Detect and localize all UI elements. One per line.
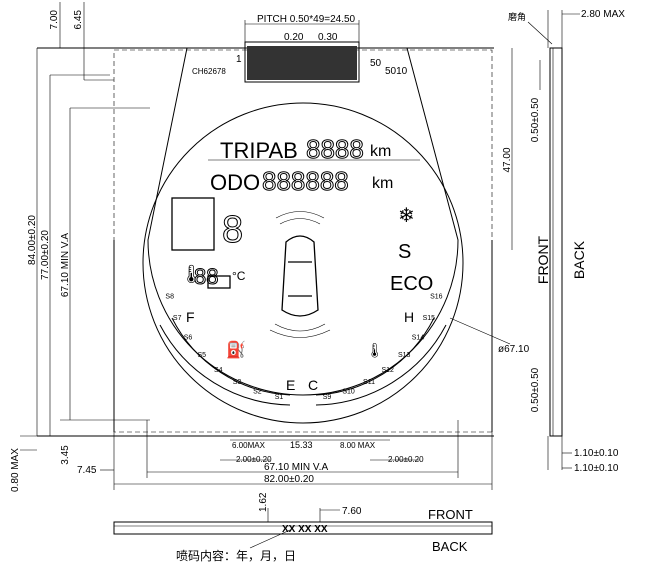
pin50-label: 50 bbox=[370, 58, 382, 69]
dim-162: 1.62 bbox=[258, 492, 269, 512]
segment-S3: S3 bbox=[233, 379, 242, 386]
dim-7: 7.00 bbox=[49, 10, 60, 30]
pin-width-label: 0.20 bbox=[284, 32, 304, 43]
thermometer-icon: 🌡 bbox=[180, 264, 203, 284]
glass-outline bbox=[147, 47, 459, 396]
segment-S10: S10 bbox=[342, 388, 355, 395]
bottom-side-view bbox=[113, 521, 493, 535]
gear-digit: 8 bbox=[222, 209, 243, 251]
pin1-label: 1 bbox=[236, 54, 242, 65]
segment-S6: S6 bbox=[184, 334, 193, 341]
segment-S5: S5 bbox=[198, 352, 207, 359]
segment-S12: S12 bbox=[381, 367, 394, 374]
snowflake-icon: ❄ bbox=[398, 205, 415, 227]
trip-digits: 8888 bbox=[306, 134, 364, 164]
fpc-pins bbox=[247, 46, 357, 80]
dim-080: 0.80 MAX bbox=[10, 448, 21, 492]
dim-82: 82.00±0.20 bbox=[264, 474, 314, 485]
sport-icon: S bbox=[398, 241, 411, 263]
dim-110a: 1.10±0.10 bbox=[574, 448, 619, 459]
dim-050a: 0.50±0.50 bbox=[530, 97, 541, 142]
part-no-label: 5010 bbox=[385, 66, 408, 77]
dim-77: 77.00±0.20 bbox=[40, 230, 51, 280]
celsius-label: °C bbox=[232, 269, 246, 283]
odo-digits: 888888 bbox=[262, 166, 349, 196]
segment-S1: S1 bbox=[275, 394, 284, 401]
corner-label: 磨角 bbox=[508, 11, 526, 22]
dim-671v: 67.10 MIN V.A bbox=[60, 233, 71, 297]
dim-671h: 67.10 MIN V.A bbox=[264, 462, 328, 473]
dim-110b: 1.10±0.10 bbox=[574, 463, 619, 474]
dim-760: 7.60 bbox=[342, 506, 362, 517]
spray-content-label: 喷码内容：年，月，日 bbox=[176, 548, 296, 563]
dim-1533: 15.33 bbox=[290, 440, 313, 450]
fuel-full-label: F bbox=[186, 309, 195, 325]
dim-6max: 6.00MAX bbox=[232, 441, 266, 450]
dim-050b: 0.50±0.50 bbox=[530, 367, 541, 412]
dim-47: 47.00 bbox=[502, 147, 513, 172]
pin-space-label: 0.30 bbox=[318, 32, 338, 43]
segment-S15: S15 bbox=[423, 315, 436, 322]
odo-label: ODO bbox=[210, 170, 260, 195]
dim-2a: 2.00±0.20 bbox=[236, 455, 272, 464]
code-label: CH62678 bbox=[192, 67, 226, 76]
dim-8max: 8.00 MAX bbox=[340, 441, 376, 450]
coolant-icon: 🌡 bbox=[366, 342, 384, 358]
temp-cold-label: C bbox=[308, 377, 318, 393]
segment-S13: S13 bbox=[398, 352, 411, 359]
dim-645: 6.45 bbox=[73, 10, 84, 30]
dim-84: 84.00±0.20 bbox=[27, 215, 38, 265]
segment-S16: S16 bbox=[430, 294, 443, 301]
eco-icon: ECO bbox=[390, 273, 433, 295]
fuel-empty-label: E bbox=[286, 377, 295, 393]
segment-S2: S2 bbox=[253, 388, 262, 395]
pitch-label: PITCH 0.50*49=24.50 bbox=[257, 14, 356, 25]
fuel-pump-icon: ⛽ bbox=[226, 340, 246, 359]
segment-S4: S4 bbox=[214, 367, 223, 374]
temp-hot-label: H bbox=[404, 309, 414, 325]
front-horizontal: FRONT bbox=[428, 507, 473, 522]
segment-S11: S11 bbox=[363, 379, 375, 386]
dia-label: ø67.10 bbox=[498, 344, 530, 355]
km-label-2: km bbox=[372, 175, 393, 192]
front-vertical: FRONT bbox=[535, 235, 551, 284]
xx-code: XX XX XX bbox=[282, 524, 328, 535]
tripab-label: TRIPAB bbox=[220, 138, 298, 163]
side-view bbox=[549, 47, 563, 437]
view-circle bbox=[142, 102, 464, 424]
segment-S8: S8 bbox=[165, 294, 174, 301]
car-icon bbox=[269, 211, 331, 338]
segment-S7: S7 bbox=[173, 315, 182, 322]
outline-frame bbox=[113, 49, 493, 433]
back-horizontal: BACK bbox=[432, 539, 468, 554]
dim-2b: 2.00±0.20 bbox=[388, 455, 424, 464]
segment-S14: S14 bbox=[412, 334, 425, 341]
dim-280: 2.80 MAX bbox=[581, 9, 625, 20]
dim-745: 7.45 bbox=[77, 465, 97, 476]
segment-S9: S9 bbox=[323, 394, 332, 401]
dim-345: 3.45 bbox=[60, 445, 71, 465]
gear-indicator bbox=[171, 197, 215, 251]
km-label-1: km bbox=[370, 143, 391, 160]
back-vertical: BACK bbox=[571, 240, 587, 279]
